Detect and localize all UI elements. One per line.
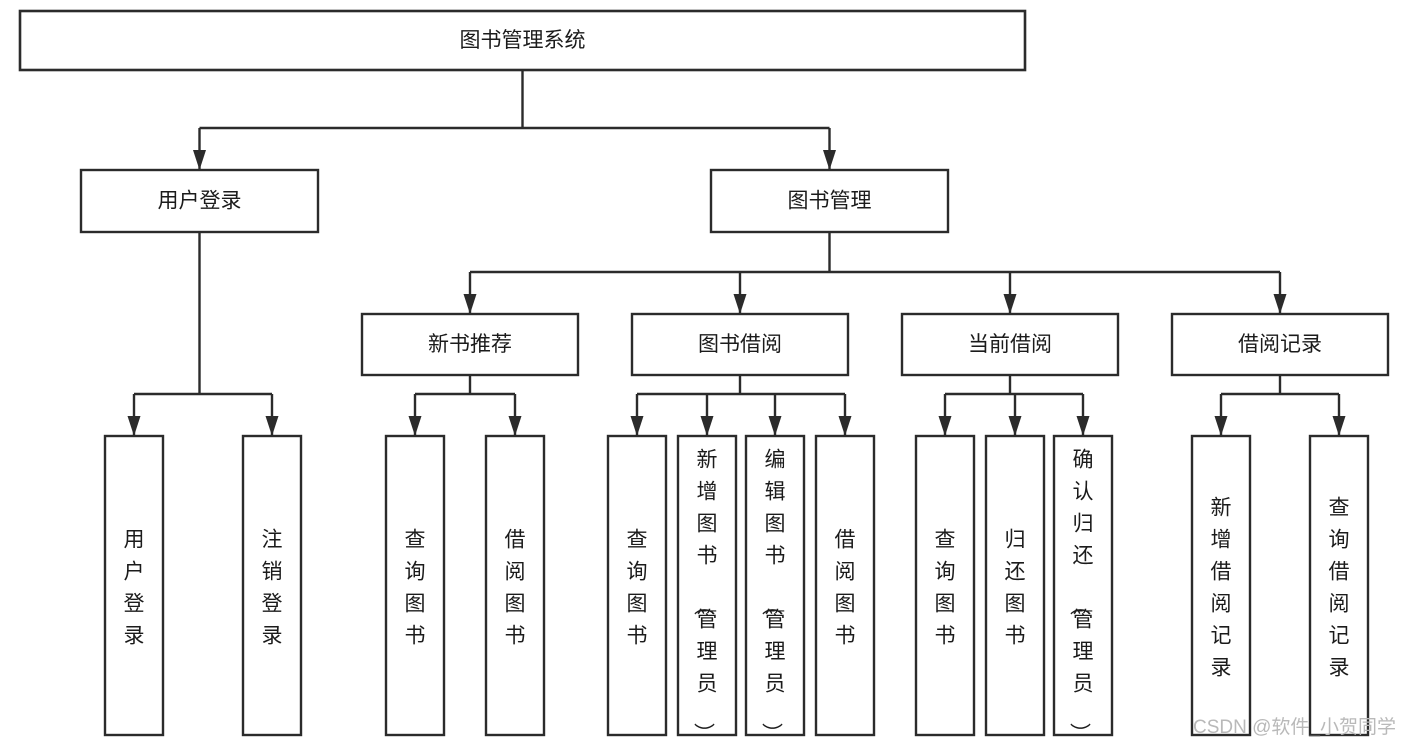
- node-label-cb-confirm-return: 确认归还（管理员）: [1068, 448, 1094, 743]
- node-label-cb-return-book: 归还图书: [1005, 528, 1026, 647]
- node-box-current-borrow[interactable]: [900, 312, 1120, 377]
- node-nbr-borrow-book[interactable]: 借阅图书: [484, 434, 546, 737]
- node-current-borrow[interactable]: 当前借阅: [900, 312, 1120, 377]
- node-label-user-logout: 注销登录: [262, 528, 283, 647]
- node-box-br-add-record[interactable]: [1190, 434, 1252, 737]
- node-box-bb-edit-book[interactable]: [744, 434, 806, 737]
- node-book-borrow[interactable]: 图书借阅: [630, 312, 850, 377]
- node-label-borrow-record: 借阅记录: [1238, 333, 1322, 356]
- connector-group-root: [193, 70, 836, 170]
- node-borrow-record[interactable]: 借阅记录: [1170, 312, 1390, 377]
- node-box-cb-confirm-return[interactable]: [1052, 434, 1114, 737]
- node-cb-return-book[interactable]: 归还图书: [984, 434, 1046, 737]
- node-label-bb-edit-book: 编辑图书（管理员）: [760, 448, 786, 743]
- node-cb-query-book[interactable]: 查询图书: [914, 434, 976, 737]
- node-label-bb-query-book: 查询图书: [627, 528, 648, 647]
- node-label-root: 图书管理系统: [460, 29, 586, 52]
- node-br-query-record[interactable]: 查询借阅记录: [1308, 434, 1370, 737]
- connector-layer: [127, 70, 1346, 436]
- node-label-nbr-query-book: 查询图书: [405, 528, 426, 647]
- node-box-book-manage[interactable]: [709, 168, 950, 234]
- node-user-login[interactable]: 用户登录: [79, 168, 320, 234]
- node-bb-query-book[interactable]: 查询图书: [606, 434, 668, 737]
- node-label-nbr-borrow-book: 借阅图书: [505, 528, 526, 647]
- node-root[interactable]: 图书管理系统: [18, 9, 1027, 72]
- node-label-book-manage: 图书管理: [788, 190, 872, 213]
- node-label-user-login-do: 用户登录: [124, 528, 145, 647]
- node-label-bb-borrow-book: 借阅图书: [835, 528, 856, 647]
- node-box-nbr-borrow-book[interactable]: [484, 434, 546, 737]
- node-label-user-login: 用户登录: [158, 190, 242, 213]
- node-box-cb-return-book[interactable]: [984, 434, 1046, 737]
- node-new-book-rec[interactable]: 新书推荐: [360, 312, 580, 377]
- node-br-add-record[interactable]: 新增借阅记录: [1190, 434, 1252, 737]
- node-box-user-login-do[interactable]: [103, 434, 165, 737]
- node-box-bb-borrow-book[interactable]: [814, 434, 876, 737]
- node-box-new-book-rec[interactable]: [360, 312, 580, 377]
- node-label-br-query-record: 查询借阅记录: [1329, 496, 1350, 679]
- node-box-borrow-record[interactable]: [1170, 312, 1390, 377]
- node-box-root[interactable]: [18, 9, 1027, 72]
- node-label-current-borrow: 当前借阅: [968, 333, 1052, 356]
- node-box-bb-query-book[interactable]: [606, 434, 668, 737]
- node-box-cb-query-book[interactable]: [914, 434, 976, 737]
- connector-group-user-login: [127, 232, 279, 436]
- connector-group-current-borrow: [938, 375, 1090, 436]
- node-bb-edit-book[interactable]: 编辑图书（管理员）: [744, 434, 806, 743]
- connector-group-new-book-rec: [408, 375, 522, 436]
- connector-group-book-borrow: [630, 375, 852, 436]
- watermark-label: CSDN @软件_小贺同学: [1193, 716, 1396, 738]
- node-nbr-query-book[interactable]: 查询图书: [384, 434, 446, 737]
- node-label-book-borrow: 图书借阅: [698, 333, 782, 356]
- node-cb-confirm-return[interactable]: 确认归还（管理员）: [1052, 434, 1114, 743]
- node-box-br-query-record[interactable]: [1308, 434, 1370, 737]
- node-user-logout[interactable]: 注销登录: [241, 434, 303, 737]
- connector-group-book-manage: [463, 232, 1287, 314]
- node-bb-borrow-book[interactable]: 借阅图书: [814, 434, 876, 737]
- connector-group-borrow-record: [1214, 375, 1346, 436]
- node-box-user-login[interactable]: [79, 168, 320, 234]
- node-box-nbr-query-book[interactable]: [384, 434, 446, 737]
- node-label-new-book-rec: 新书推荐: [428, 333, 512, 356]
- node-bb-add-book[interactable]: 新增图书（管理员）: [676, 434, 738, 743]
- node-book-manage[interactable]: 图书管理: [709, 168, 950, 234]
- node-label-cb-query-book: 查询图书: [935, 528, 956, 647]
- node-label-br-add-record: 新增借阅记录: [1211, 496, 1232, 679]
- node-box-book-borrow[interactable]: [630, 312, 850, 377]
- node-layer: 图书管理系统用户登录图书管理新书推荐图书借阅当前借阅借阅记录用户登录注销登录查询…: [18, 9, 1390, 743]
- node-box-bb-add-book[interactable]: [676, 434, 738, 737]
- node-label-bb-add-book: 新增图书（管理员）: [692, 448, 718, 743]
- node-box-user-logout[interactable]: [241, 434, 303, 737]
- node-user-login-do[interactable]: 用户登录: [103, 434, 165, 737]
